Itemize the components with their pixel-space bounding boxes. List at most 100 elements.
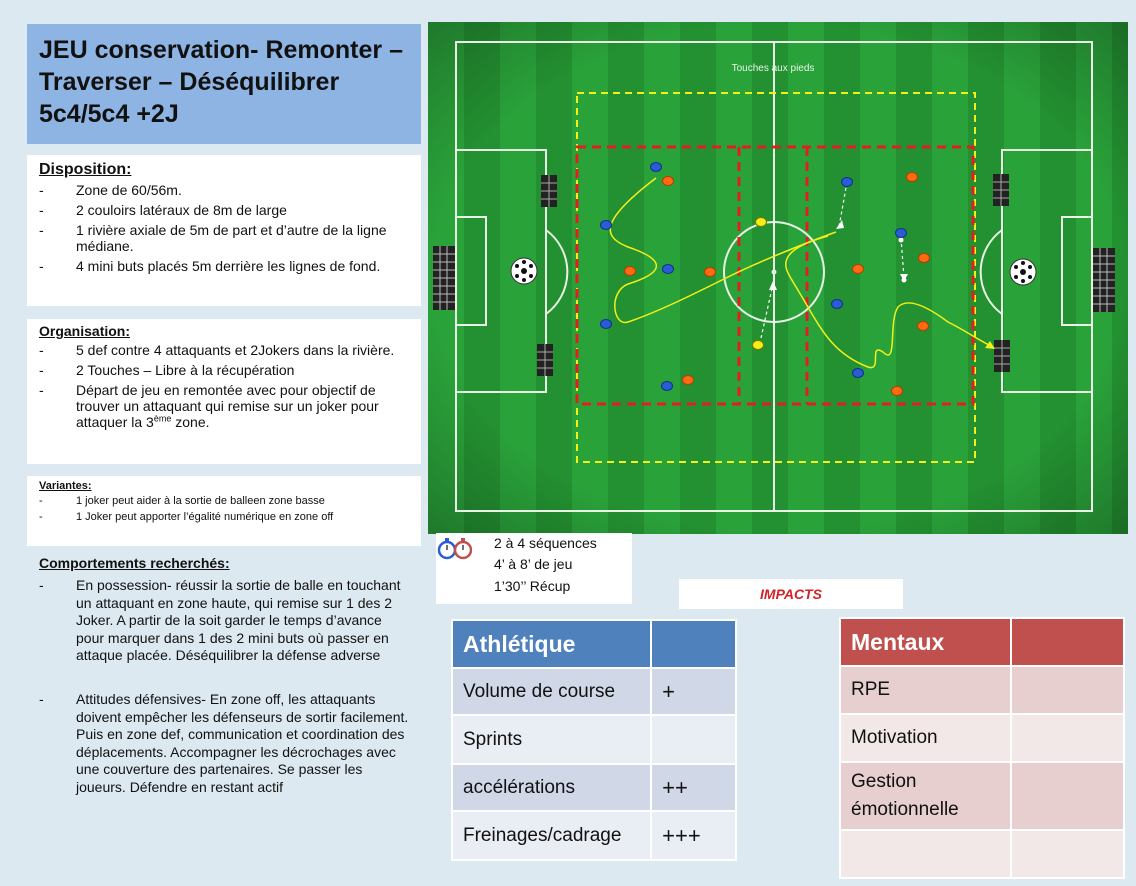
table-row: Gestion émotionnelle bbox=[838, 761, 1125, 831]
table-cell-value bbox=[650, 714, 737, 765]
blue-players bbox=[600, 162, 907, 391]
stopwatch-red-icon bbox=[453, 538, 472, 560]
table-cell-value bbox=[1010, 829, 1125, 879]
table-cell-label: accélérations bbox=[450, 763, 653, 812]
ball-path-lines bbox=[609, 177, 994, 369]
list-item: 5 def contre 4 attaquants et 2Jokers dan… bbox=[39, 342, 409, 358]
player-icon bbox=[662, 176, 674, 186]
large-goal-icon bbox=[433, 246, 455, 310]
red-zones bbox=[575, 145, 975, 406]
table-row bbox=[838, 829, 1125, 879]
list-item: Départ de jeu en remontée avec pour obje… bbox=[39, 382, 409, 430]
comportements-list: En possession- réussir la sortie de ball… bbox=[39, 577, 409, 797]
stopwatch-blue-icon bbox=[437, 538, 457, 560]
item-text-end: zone. bbox=[171, 414, 210, 430]
player-icon bbox=[852, 264, 864, 274]
large-goal-icon bbox=[1093, 248, 1115, 312]
joker-players bbox=[752, 217, 767, 350]
variantes-panel: Variantes: 1 joker peut aider à la sorti… bbox=[27, 476, 421, 546]
table-cell-label: Gestion émotionnelle bbox=[838, 761, 1013, 831]
timing-line: 2 à 4 séquences bbox=[494, 535, 597, 551]
mini-goal-icon bbox=[541, 175, 557, 207]
table-header: Athlétique bbox=[450, 619, 653, 669]
ball-icon bbox=[510, 257, 538, 285]
table-header-row: Athlétique bbox=[450, 619, 737, 669]
player-icon bbox=[704, 267, 716, 277]
table-row: accélérations ++ bbox=[450, 763, 737, 812]
disposition-heading: Disposition: bbox=[39, 161, 132, 178]
player-icon bbox=[755, 217, 767, 227]
player-icon bbox=[650, 162, 662, 172]
player-icon bbox=[917, 321, 929, 331]
title-box: JEU conservation- Remonter – Traverser –… bbox=[27, 24, 421, 144]
impacts-label: IMPACTS bbox=[679, 579, 903, 609]
disposition-list: Zone de 60/56m. 2 couloirs latéraux de 8… bbox=[39, 182, 409, 274]
table-cell-label: Sprints bbox=[450, 714, 653, 765]
disposition-panel: Disposition: Zone de 60/56m. 2 couloirs … bbox=[27, 155, 421, 306]
table-cell-label: Freinages/cadrage bbox=[450, 810, 653, 861]
player-icon bbox=[682, 375, 694, 385]
ball-icon bbox=[1009, 258, 1037, 286]
list-item: Attitudes défensives- En zone off, les a… bbox=[39, 691, 409, 797]
player-icon bbox=[918, 253, 930, 263]
timing-line: 1’30’’ Récup bbox=[494, 578, 571, 594]
mentaux-table: Mentaux RPE Motivation Gestion émotionne… bbox=[838, 617, 1125, 879]
mini-goal-icon bbox=[994, 340, 1010, 372]
mini-goal-icon bbox=[993, 174, 1009, 206]
table-header-empty bbox=[650, 619, 737, 669]
table-cell-value bbox=[1010, 713, 1125, 763]
list-item: En possession- réussir la sortie de ball… bbox=[39, 577, 409, 665]
superscript: ème bbox=[153, 413, 172, 424]
player-icon bbox=[852, 368, 864, 378]
list-item: 1 rivière axiale de 5m de part et d’autr… bbox=[39, 222, 409, 254]
organisation-heading: Organisation: bbox=[39, 323, 131, 339]
player-icon bbox=[661, 381, 673, 391]
player-icon bbox=[624, 266, 636, 276]
player-icon bbox=[662, 264, 674, 274]
list-item: 2 Touches – Libre à la récupération bbox=[39, 362, 409, 378]
timing-box: 2 à 4 séquences 4’ à 8’ de jeu 1’30’’ Ré… bbox=[436, 533, 632, 604]
table-cell-label bbox=[838, 829, 1013, 879]
list-item: 1 Joker peut apporter l’égalité numériqu… bbox=[39, 511, 409, 524]
organisation-panel: Organisation: 5 def contre 4 attaquants … bbox=[27, 319, 421, 464]
player-icon bbox=[600, 319, 612, 329]
page-title: JEU conservation- Remonter – Traverser –… bbox=[39, 36, 403, 128]
item-text: Départ de jeu en remontée avec pour obje… bbox=[76, 382, 379, 430]
pass-arrows bbox=[760, 181, 905, 339]
player-icon bbox=[891, 386, 903, 396]
table-row: Freinages/cadrage +++ bbox=[450, 810, 737, 861]
table-row: Motivation bbox=[838, 713, 1125, 763]
list-item: 1 joker peut aider à la sortie de ballee… bbox=[39, 495, 409, 508]
table-row: Volume de course + bbox=[450, 667, 737, 716]
table-cell-value: + bbox=[650, 667, 737, 716]
comportements-section: Comportements recherchés: En possession-… bbox=[27, 555, 421, 823]
table-row: Sprints bbox=[450, 714, 737, 765]
stopwatch-icons bbox=[437, 538, 472, 560]
player-icon bbox=[906, 172, 918, 182]
pitch-diagram: Touches aux pieds bbox=[428, 22, 1128, 534]
field-lines bbox=[455, 41, 1093, 512]
table-cell-value bbox=[1010, 665, 1125, 715]
player-icon bbox=[831, 299, 843, 309]
organisation-list: 5 def contre 4 attaquants et 2Jokers dan… bbox=[39, 342, 409, 430]
table-header: Mentaux bbox=[838, 617, 1013, 667]
table-row: RPE bbox=[838, 665, 1125, 715]
player-icon bbox=[752, 340, 764, 350]
player-icon bbox=[841, 177, 853, 187]
table-cell-label: RPE bbox=[838, 665, 1013, 715]
list-item: Zone de 60/56m. bbox=[39, 182, 409, 198]
variantes-heading: Variantes: bbox=[39, 480, 92, 492]
mini-goal-icon bbox=[537, 344, 553, 376]
player-icon bbox=[895, 228, 907, 238]
orange-players bbox=[624, 172, 930, 396]
pitch-svg: Touches aux pieds bbox=[428, 22, 1128, 534]
list-item: 4 mini buts placés 5m derrière les ligne… bbox=[39, 258, 409, 274]
athletique-table: Athlétique Volume de course + Sprints ac… bbox=[450, 619, 737, 861]
comportements-heading: Comportements recherchés: bbox=[39, 555, 230, 571]
table-cell-label: Motivation bbox=[838, 713, 1013, 763]
player-icon bbox=[600, 220, 612, 230]
table-cell-value: ++ bbox=[650, 763, 737, 812]
pitch-label: Touches aux pieds bbox=[732, 63, 815, 74]
timing-line: 4’ à 8’ de jeu bbox=[494, 556, 573, 572]
table-header-empty bbox=[1010, 617, 1125, 667]
